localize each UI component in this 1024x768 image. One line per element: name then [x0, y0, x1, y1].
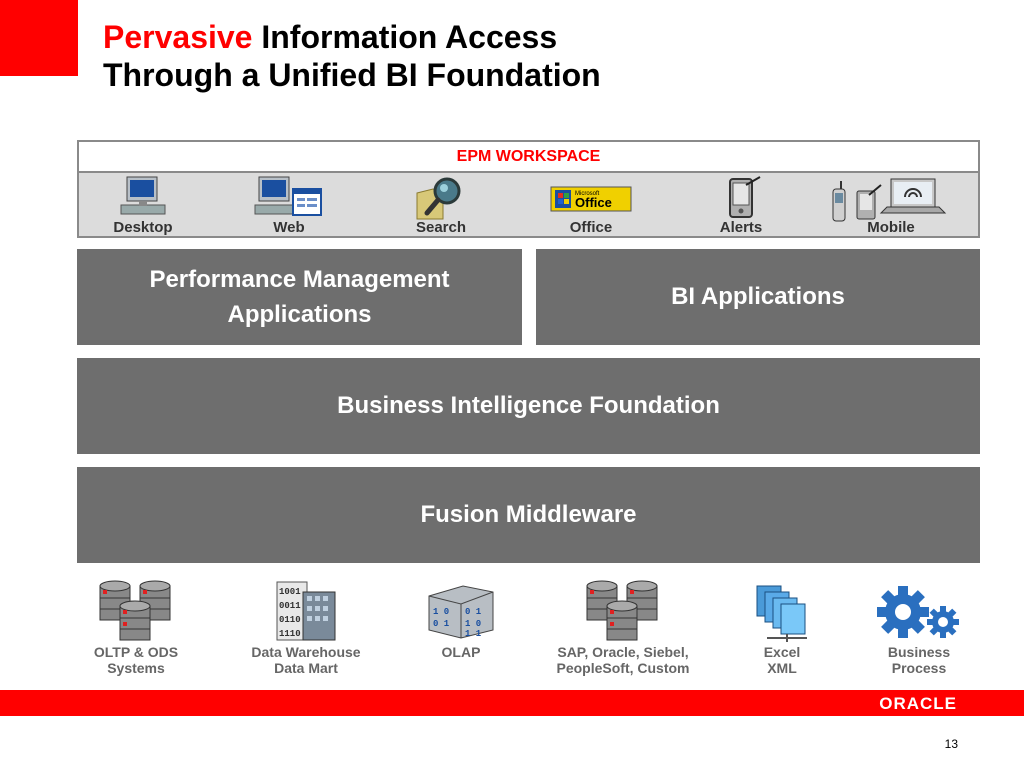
page-title: Pervasive Information Access Through a U…	[103, 18, 601, 94]
bi-foundation-box[interactable]: Business Intelligence Foundation	[77, 358, 980, 454]
epm-item-label: Office	[569, 219, 613, 236]
mobile-devices-icon	[832, 178, 947, 222]
title-line2: Through a Unified BI Foundation	[103, 57, 601, 93]
desktop-computer-icon	[120, 176, 166, 215]
source-oltp-ods[interactable]: OLTP & ODS Systems	[61, 578, 211, 676]
source-label-line2: Process	[891, 660, 947, 676]
svg-text:0 1: 0 1	[465, 607, 482, 617]
database-cluster-icon	[99, 580, 171, 641]
source-data-warehouse[interactable]: 1001 0011 0110 1110 Data Warehouse Data Mar…	[231, 578, 381, 676]
svg-text:0 1: 0 1	[433, 619, 450, 629]
source-label-line2: Data Mart	[274, 660, 338, 676]
xml-documents-icon	[756, 585, 807, 642]
epm-item-label: Web	[273, 219, 305, 236]
source-label-line1: OLAP	[441, 644, 481, 660]
epm-item-search[interactable]: Search	[381, 173, 501, 238]
performance-management-applications-box[interactable]: Performance Management Applications	[77, 249, 522, 345]
fusion-middleware-box[interactable]: Fusion Middleware	[77, 467, 980, 563]
source-excel-xml[interactable]: Excel XML	[707, 578, 857, 676]
svg-text:1 0: 1 0	[465, 619, 481, 629]
microsoft-office-icon: Microsoft Office	[550, 186, 632, 212]
epm-item-mobile[interactable]: Mobile	[831, 173, 951, 238]
epm-item-web[interactable]: Web	[229, 173, 349, 238]
source-label-line1: OLTP & ODS	[93, 644, 179, 660]
epm-workspace-header: EPM WORKSPACE	[79, 142, 978, 173]
svg-text:0110: 0110	[279, 615, 301, 625]
source-label-line2: PeopleSoft, Custom	[556, 660, 690, 676]
pm-apps-line1: Performance Management	[149, 266, 450, 293]
search-magnifier-icon	[416, 177, 461, 220]
source-label-line1: SAP, Oracle, Siebel,	[557, 644, 689, 660]
svg-text:1 1: 1 1	[465, 629, 482, 639]
pm-apps-line2: Applications	[227, 301, 372, 328]
pda-alert-icon	[729, 176, 761, 218]
olap-cube-icon: 1 00 1 0 11 01 1	[428, 585, 494, 639]
bi-apps-label: BI Applications	[671, 283, 845, 310]
web-browser-icon	[254, 176, 322, 216]
title-line1: Information Access	[252, 19, 558, 55]
footer-red-bar	[0, 690, 1024, 716]
corner-red-block	[0, 0, 78, 76]
fusion-middleware-label: Fusion Middleware	[420, 501, 637, 528]
epm-item-label: Search	[415, 219, 467, 236]
svg-text:1110: 1110	[279, 629, 301, 639]
epm-workspace-panel: EPM WORKSPACE Desktop Web	[77, 140, 980, 238]
gears-icon	[877, 586, 959, 638]
epm-item-label: Mobile	[867, 219, 915, 236]
source-label-line1: Business	[887, 644, 951, 660]
source-sap-oracle[interactable]: SAP, Oracle, Siebel, PeopleSoft, Custom	[548, 578, 698, 676]
oracle-logo: ORACLE	[879, 694, 957, 713]
epm-item-office[interactable]: Microsoft Office Office	[531, 173, 651, 238]
database-cluster-icon	[586, 580, 658, 641]
svg-text:1001: 1001	[279, 587, 301, 597]
epm-item-alerts[interactable]: Alerts	[681, 173, 801, 238]
data-warehouse-building-icon: 1001 0011 0110 1110	[276, 581, 336, 641]
svg-text:1 0: 1 0	[433, 607, 449, 617]
source-label-line1: Excel	[763, 644, 801, 660]
source-label-line2: XML	[767, 660, 797, 676]
svg-text:Microsoft: Microsoft	[575, 191, 600, 197]
epm-item-label: Alerts	[719, 219, 763, 236]
bi-applications-box[interactable]: BI Applications	[536, 249, 980, 345]
source-label-line2: Systems	[107, 660, 165, 676]
epm-item-label: Desktop	[113, 219, 173, 236]
page-number: 13	[944, 737, 958, 751]
source-label-line1: Data Warehouse	[251, 644, 361, 660]
svg-text:0011: 0011	[279, 601, 301, 611]
source-business-process[interactable]: Business Process	[844, 578, 994, 676]
epm-item-desktop[interactable]: Desktop	[83, 173, 203, 238]
svg-text:Office: Office	[575, 195, 612, 210]
title-highlight: Pervasive	[103, 19, 253, 55]
bi-foundation-label: Business Intelligence Foundation	[337, 392, 720, 419]
